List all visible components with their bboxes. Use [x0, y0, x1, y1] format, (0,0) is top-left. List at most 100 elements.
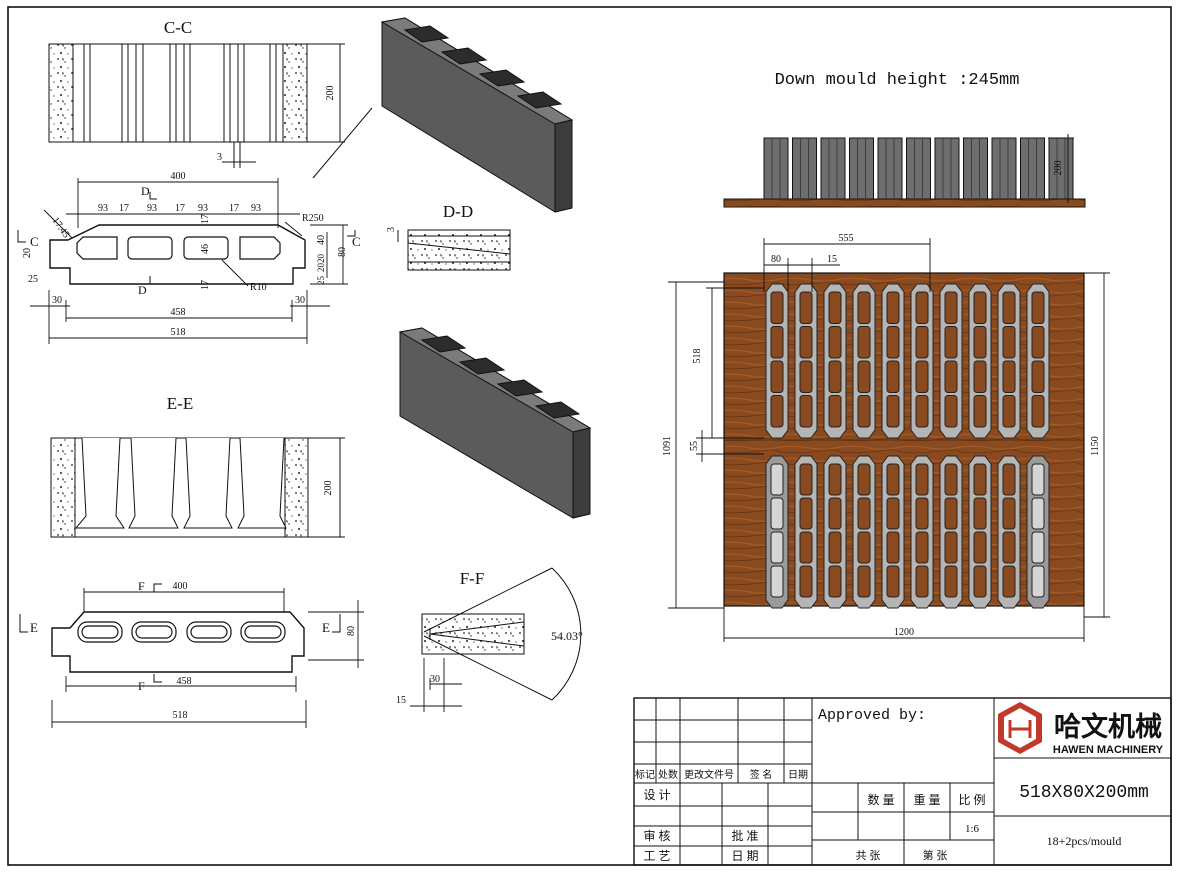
mould-side-block [849, 137, 874, 200]
mould-plan-block [794, 283, 818, 439]
mould-plan-block [968, 283, 992, 439]
block3d-bottom-hole-1 [420, 335, 467, 353]
top-cavity-3 [183, 236, 229, 260]
mould-plan-block [765, 283, 789, 439]
mould-plan-block [852, 455, 876, 609]
title-block [633, 697, 1172, 866]
top-dim-93-b: 93 [147, 203, 157, 214]
top-label-d-top: D [141, 184, 150, 198]
block-3d-bottom [398, 327, 592, 519]
plan-dim-555: 555 [839, 233, 854, 244]
top-dim-2020: 2020 [316, 254, 326, 273]
bottom-label-f-top: F [138, 579, 145, 593]
tb-product-size: 518X80X200mm [1019, 783, 1149, 803]
mould-side-block [820, 137, 846, 200]
top-label-c-left: C [30, 234, 39, 249]
top-cavity-4 [239, 236, 281, 260]
top-dim-80: 80 [337, 247, 348, 257]
block3d-top-hole-4 [516, 91, 563, 109]
mould-side-block [963, 137, 988, 200]
section-ee-title: E-E [167, 394, 193, 413]
tb-date: 日 期 [731, 849, 758, 863]
title-block-text: 标记 处数 更改文件号 签 名 日期 设 计 审 核 批 准 工 艺 日 期 A… [635, 702, 1164, 863]
block-3d-top [312, 17, 574, 213]
mould-side-block-edge [999, 138, 1009, 199]
block3d-top-hole-1 [403, 25, 450, 43]
top-label-c-right: C [352, 234, 361, 249]
top-dim-93-d: 93 [251, 203, 261, 214]
block3d-bottom-hole-2 [458, 357, 506, 375]
block-bottom-view: F 400 F 458 518 E E 80 [19, 579, 364, 728]
tb-rev-sign: 签 名 [750, 768, 773, 781]
plan-dim-518: 518 [692, 349, 703, 364]
block-top-view: 400 D 93 17 93 17 93 17 93 17.45 R250 17… [17, 171, 361, 344]
mould-side-block [934, 137, 960, 200]
mould-side-block [906, 137, 931, 200]
top-dim-20: 20 [22, 248, 33, 258]
tb-scale-value: 1:6 [965, 823, 980, 835]
top-dim-17-v1: 17 [200, 214, 211, 224]
mould-side-block-edge [1056, 138, 1066, 199]
mould-side-block-edge [828, 138, 838, 199]
top-dim-518: 518 [171, 327, 186, 338]
hawen-logo-icon [998, 702, 1042, 754]
mould-plan-blocks [765, 283, 1050, 609]
plan-dim-55: 55 [689, 441, 700, 451]
mould-plan-block [823, 283, 847, 439]
top-cavity-1 [76, 236, 118, 260]
top-dim-25-l: 25 [28, 274, 38, 285]
top-dim-93-c: 93 [198, 203, 208, 214]
mould-side-block [763, 137, 789, 200]
top-dim-400: 400 [171, 171, 186, 182]
section-ee: E-E 200 [50, 394, 345, 538]
tb-scale: 比 例 [958, 793, 985, 807]
tb-weight: 重 量 [913, 793, 940, 807]
mould-side-height-200: 200 [1053, 161, 1064, 176]
mould-plan-block [1026, 283, 1050, 439]
sheet-border [7, 6, 1172, 866]
mould-plan-block [997, 455, 1021, 609]
mould-side-block-edge [914, 138, 923, 199]
section-cc: C-C 200 3 [48, 18, 345, 168]
block3d-bottom-hole-4 [534, 401, 581, 419]
top-dim-40: 40 [316, 235, 327, 245]
tb-review: 审 核 [643, 828, 670, 843]
top-dim-25-r: 25 [316, 276, 326, 286]
top-dim-17-v2: 17 [200, 280, 211, 290]
mould-plan-block [823, 455, 847, 609]
mould-plan-block [765, 455, 789, 609]
top-cavity-2 [127, 236, 173, 260]
ff-angle: 54.03° [551, 629, 583, 643]
mould-plan-block [794, 455, 818, 609]
mould-plan-block [1026, 455, 1050, 609]
plan-dim-1091: 1091 [662, 436, 673, 456]
tb-total-sheets: 共 张 [856, 849, 881, 862]
tb-rev-date: 日期 [788, 769, 808, 781]
top-dim-17-c: 17 [229, 203, 239, 214]
top-dim-46: 46 [200, 244, 211, 254]
section-dd-title: D-D [443, 202, 473, 221]
mould-plan-block [997, 283, 1021, 439]
bottom-dim-458: 458 [177, 676, 192, 687]
section-cc-title: C-C [164, 18, 192, 37]
top-label-d-bottom: D [138, 283, 147, 297]
top-dim-17-b: 17 [175, 203, 185, 214]
mould-side-block-edge [971, 138, 980, 199]
mould-plan-block [910, 455, 934, 609]
block3d-top-hole-3 [478, 69, 526, 87]
mould-plan-block [852, 283, 876, 439]
mould-side-block-edge [857, 138, 866, 199]
cc-thickness-3: 3 [217, 152, 222, 163]
ff-dim-30: 30 [430, 674, 440, 685]
mould-plan-block [939, 455, 963, 609]
tb-approved-by: Approved by: [818, 707, 926, 724]
plan-dim-1200: 1200 [894, 627, 914, 638]
mould-side-block-edge [1028, 138, 1037, 199]
tb-brand-cn: 哈文机械 [1054, 711, 1162, 742]
mould-side-view: Down mould height :245mm 200 [723, 71, 1086, 208]
tb-design: 设 计 [643, 788, 670, 802]
top-dim-r250: R250 [302, 213, 324, 224]
top-dim-17-45: 17.45 [50, 215, 72, 240]
top-dim-93-a: 93 [98, 203, 108, 214]
